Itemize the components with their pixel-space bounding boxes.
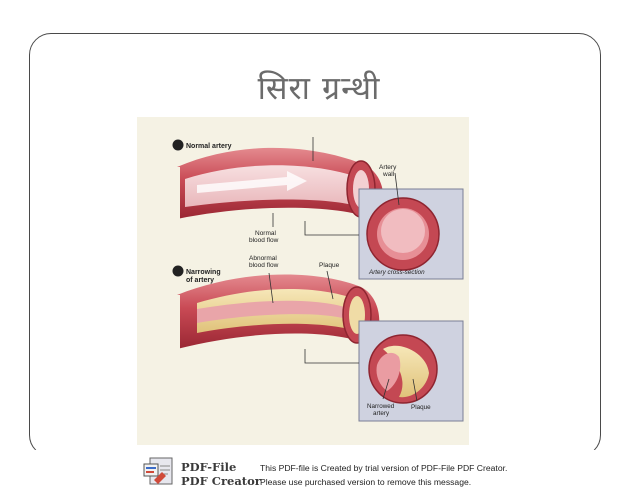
trial-notice-line-2: Please use purchased version to remove t…	[260, 477, 472, 487]
plaque-label-bottom: Plaque	[411, 404, 431, 411]
panel-a-title: Normal artery	[186, 143, 232, 150]
narrowed-artery-tube	[174, 274, 380, 349]
panel-b-marker: B	[176, 269, 181, 276]
panel-b-title-1: Narrowing	[186, 269, 221, 276]
slide-title: सिरा ग्रन्थी	[257, 69, 381, 107]
narrowed-label-1: Narrowed	[367, 403, 395, 410]
panel-a-marker: A	[176, 143, 181, 150]
normal-flow-label-2: blood flow	[249, 237, 279, 244]
panel-b-title-2: of artery	[186, 277, 214, 284]
brand-line-1: PDF-File	[181, 460, 237, 474]
abnormal-flow-label-2: blood flow	[249, 262, 279, 269]
cross-section-label: Artery cross-section	[368, 269, 425, 276]
normal-flow-label-1: Normal	[255, 230, 277, 237]
abnormal-flow-label-1: Abnormal	[249, 255, 277, 262]
trial-notice-line-1: This PDF-file is Created by trial versio…	[260, 463, 508, 473]
artery-wall-label-2: wall	[382, 171, 395, 178]
artery-wall-label-1: Artery	[379, 164, 397, 171]
pdf-creator-logo-icon	[143, 457, 173, 485]
trial-footer	[0, 450, 638, 493]
narrowed-label-2: artery	[373, 410, 390, 417]
artery-illustration: A Normal artery Artery wall Normal blood…	[137, 117, 469, 445]
cross-section-box-a	[358, 188, 464, 280]
plaque-label-top: Plaque	[319, 262, 340, 269]
normal-artery-tube	[174, 147, 384, 219]
cross-section-box-b	[358, 320, 464, 422]
brand-line-2: PDF Creator	[181, 474, 261, 488]
artery-diagram: A Normal artery Artery wall Normal blood…	[172, 137, 464, 422]
